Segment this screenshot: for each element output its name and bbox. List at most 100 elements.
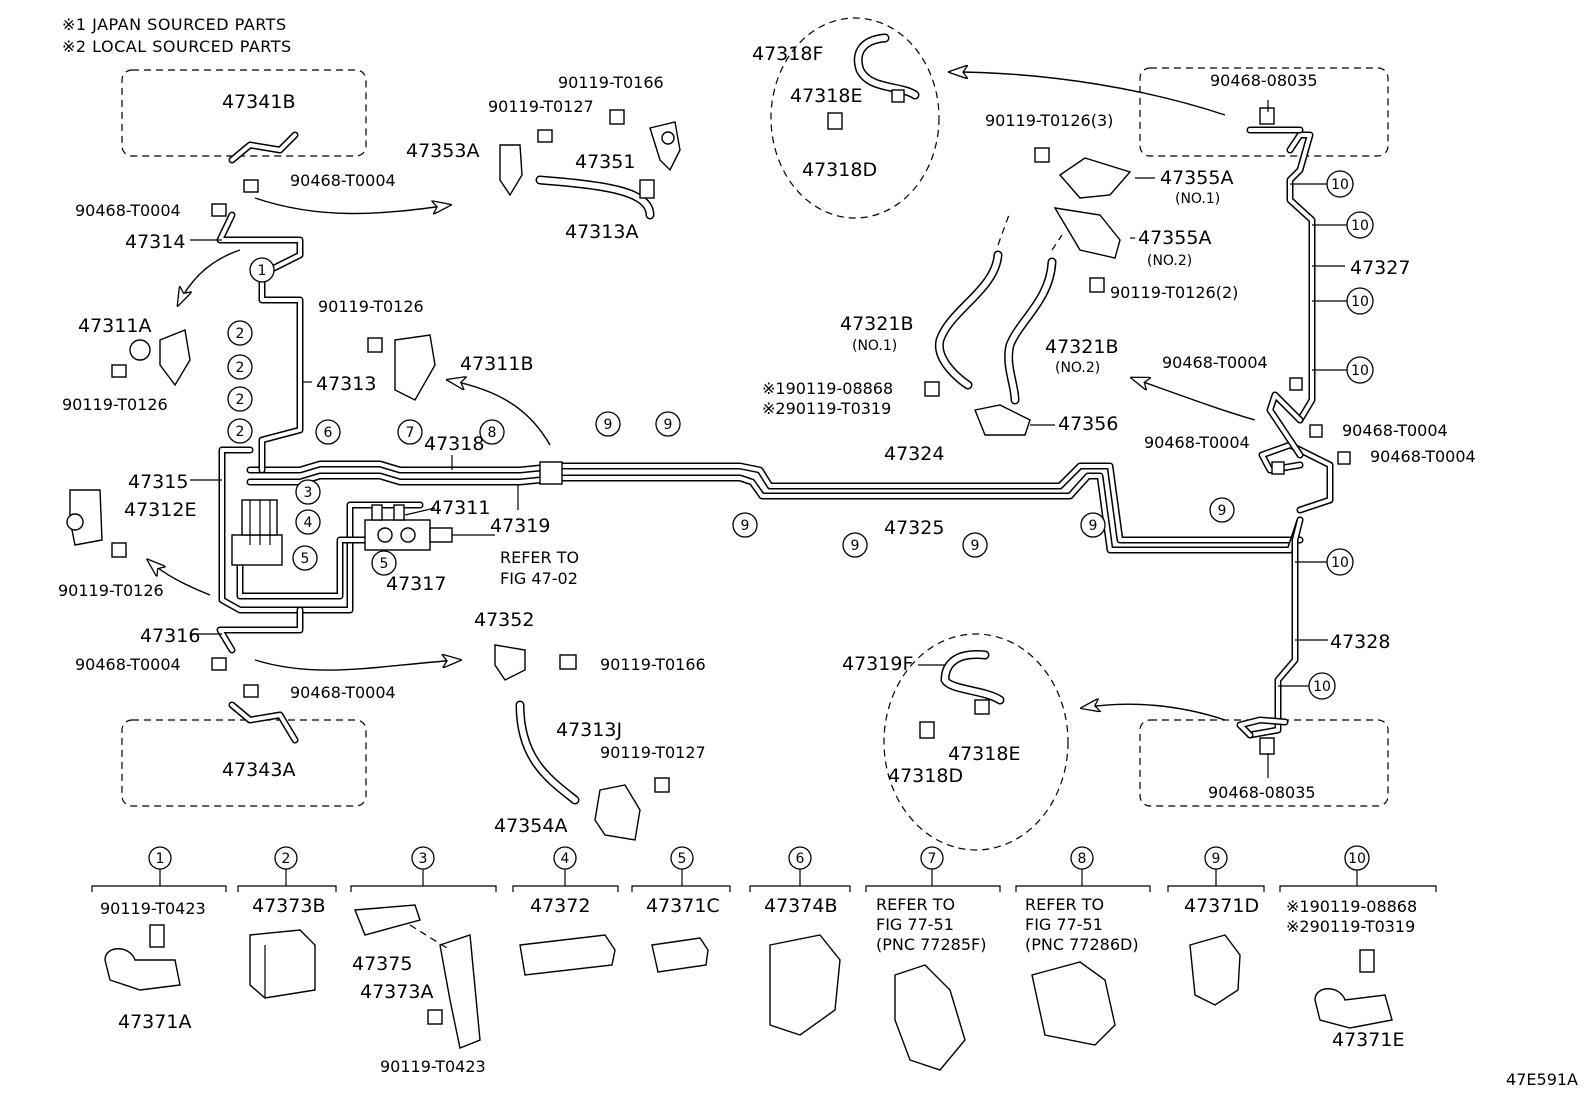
- hose-47313J: [515, 700, 580, 805]
- caliper-bracket-47351: [609, 109, 681, 172]
- svg-text:4: 4: [561, 851, 570, 867]
- label-47352: 47352: [474, 609, 534, 631]
- junction-block-47315: [231, 499, 283, 566]
- clip-90468-T0004-rear-3: [1271, 461, 1285, 475]
- svg-text:47373B: 47373B: [252, 895, 325, 917]
- label-47318: 47318: [424, 433, 484, 455]
- clip-90468-T0004-lower: [211, 657, 227, 671]
- label-47319F: 47319F: [842, 653, 913, 675]
- svg-text:(PNC 77285F): (PNC 77285F): [876, 935, 986, 954]
- svg-text:47375: 47375: [352, 953, 412, 975]
- svg-text:47373A: 47373A: [360, 981, 433, 1003]
- svg-text:9: 9: [1218, 503, 1227, 519]
- label-47313A: 47313A: [565, 221, 638, 243]
- hose-47319F: [919, 650, 1005, 739]
- clip-90468-T0004-upper-2: [211, 203, 227, 217]
- label-90468-T0004: 90468-T0004: [75, 655, 181, 674]
- label-90119-T0127: 90119-T0127: [488, 97, 594, 116]
- label-90119-T0166: 90119-T0166: [558, 73, 664, 92]
- label-47311B: 47311B: [460, 353, 533, 375]
- label-47327: 47327: [1350, 257, 1410, 279]
- label-47351: 47351: [575, 151, 635, 173]
- note-japan: ※1 JAPAN SOURCED PARTS: [62, 15, 287, 34]
- svg-text:5: 5: [301, 551, 310, 567]
- svg-text:9: 9: [604, 417, 613, 433]
- clip-90468-08035-lower: [1259, 737, 1275, 755]
- svg-text:2: 2: [236, 326, 245, 342]
- label-47312E: 47312E: [124, 499, 196, 521]
- clip-90468-T0004-rear-4: [1337, 451, 1351, 465]
- clip-90468-T0004-rear-2: [1309, 424, 1323, 438]
- svg-text:6: 6: [324, 425, 333, 441]
- legend-clamps: 1 90119-T0423 47371A 2 47373B 3 47375: [91, 845, 1437, 1076]
- svg-text:2: 2: [236, 360, 245, 376]
- refer-fig-text: FIG 47-02: [500, 569, 578, 588]
- svg-text:8: 8: [1078, 851, 1087, 867]
- label-47325: 47325: [884, 517, 944, 539]
- label-47353A: 47353A: [406, 140, 479, 162]
- label-90119-T0126: 90119-T0126: [62, 395, 168, 414]
- bracket-47311B: [367, 334, 436, 401]
- svg-text:47371D: 47371D: [1184, 895, 1259, 917]
- svg-text:10: 10: [1331, 177, 1349, 193]
- detail-box-front-left-upper: [121, 69, 367, 157]
- svg-text:10: 10: [1351, 363, 1369, 379]
- sourcing-notes: ※1 JAPAN SOURCED PARTS ※2 LOCAL SOURCED …: [62, 14, 292, 58]
- label-47318D: 47318D: [888, 765, 963, 787]
- svg-text:90119-T0423: 90119-T0423: [100, 899, 206, 918]
- label-47328: 47328: [1330, 631, 1390, 653]
- legend-item-6: 6 47374B: [749, 846, 851, 1036]
- clip-90468-08035-upper: [1259, 107, 1275, 125]
- svg-text:3: 3: [419, 851, 428, 867]
- legend-item-5: 5 47371C: [631, 846, 731, 973]
- clip-90468-T0004-upper: [243, 179, 259, 193]
- label-47318E: 47318E: [948, 743, 1020, 765]
- legend-item-1: 1 90119-T0423 47371A: [91, 846, 227, 1033]
- label-47314: 47314: [125, 231, 185, 253]
- label-47355A-no1: 47355A: [1160, 167, 1233, 189]
- svg-text:47371A: 47371A: [118, 1011, 191, 1033]
- svg-text:10: 10: [1348, 851, 1366, 867]
- label-47343A: 47343A: [222, 759, 295, 781]
- label-47311: 47311: [430, 497, 490, 519]
- svg-text:FIG 77-51: FIG 77-51: [1025, 915, 1103, 934]
- bracket-47353A: [499, 129, 553, 197]
- label-90468-T0004: 90468-T0004: [1342, 421, 1448, 440]
- bracket-47352: [494, 644, 577, 681]
- label-90119-T0126-3: 90119-T0126(3): [985, 111, 1113, 130]
- label-47318E: 47318E: [790, 85, 862, 107]
- label-90468-T0004: 90468-T0004: [75, 201, 181, 220]
- svg-text:3: 3: [304, 485, 313, 501]
- detail-box-rear-upper: [1139, 67, 1389, 157]
- bracket-47354A: [594, 777, 670, 841]
- label-no2: (NO.2): [1147, 253, 1192, 269]
- svg-text:9: 9: [741, 518, 750, 534]
- legend-item-8: 8 REFER TO FIG 77-51 (PNC 77286D): [1015, 846, 1151, 1046]
- legend-item-4: 4 47372: [512, 846, 619, 976]
- svg-text:1: 1: [258, 263, 267, 279]
- label-47321B-no1: 47321B: [840, 313, 913, 335]
- svg-text:(PNC 77286D): (PNC 77286D): [1025, 935, 1139, 954]
- label-47318F: 47318F: [752, 43, 823, 65]
- label-90119-T0166: 90119-T0166: [600, 655, 706, 674]
- hose-47318F: [827, 33, 920, 130]
- label-90119-08868: ※190119-08868: [762, 379, 893, 398]
- svg-text:7: 7: [406, 425, 415, 441]
- label-47311A: 47311A: [78, 315, 151, 337]
- hoses-47321B: [934, 211, 1063, 405]
- svg-text:FIG 77-51: FIG 77-51: [876, 915, 954, 934]
- legend-item-2: 2 47373B: [237, 846, 337, 999]
- figure-id: 47E591A: [1506, 1070, 1578, 1089]
- svg-text:2: 2: [236, 424, 245, 440]
- bracket-47356: [924, 381, 1031, 436]
- refer-to-text: REFER TO: [500, 548, 579, 567]
- label-90119-T0127: 90119-T0127: [600, 743, 706, 762]
- svg-text:47371C: 47371C: [646, 895, 720, 917]
- clip-90468-T0004-rear-1: [1289, 377, 1303, 391]
- callout-circles: 1 2 2 2 2 6 7 8 9 9 3 4 5 5 9 9 9 9 9 10…: [227, 170, 1374, 700]
- svg-text:90119-T0423: 90119-T0423: [380, 1057, 486, 1076]
- svg-text:10: 10: [1351, 218, 1369, 234]
- legend-item-3: 3 47375 47373A 90119-T0423: [350, 846, 497, 1076]
- svg-text:47372: 47372: [530, 895, 590, 917]
- detail-oval-rear-hose-lower: [883, 633, 1069, 851]
